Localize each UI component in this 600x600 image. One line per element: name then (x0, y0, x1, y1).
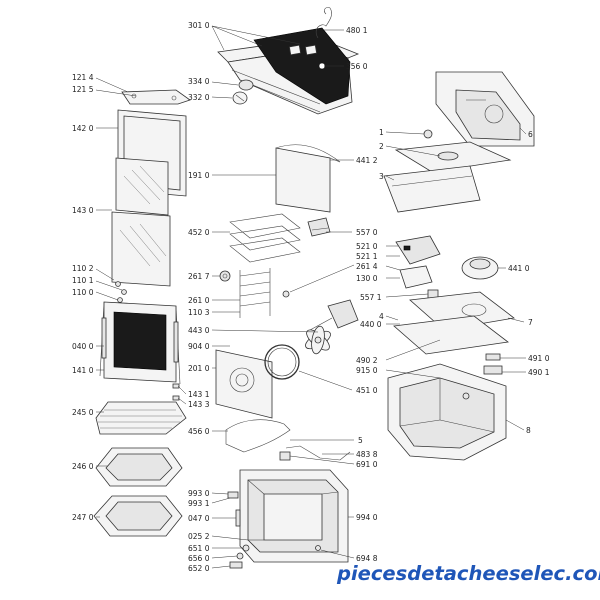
label-334: 334 0 (188, 77, 210, 86)
heating-ring-part (264, 344, 300, 380)
small-fittings-part (227, 491, 321, 569)
leader-lines (95, 25, 527, 569)
label-656: 656 0 (188, 554, 210, 563)
outer-casing-top-part (435, 71, 535, 147)
inner-door-part (99, 301, 181, 385)
cooling-plate-part (383, 129, 512, 213)
bracket-part (307, 217, 331, 237)
label-191: 191 0 (188, 171, 210, 180)
knob-part (232, 79, 254, 105)
lamp-holder-part (219, 270, 231, 282)
label-r4: 4 (379, 312, 384, 321)
control-panel-part (217, 27, 360, 115)
label-4410: 441 0 (508, 264, 530, 273)
back-wall-part (215, 349, 273, 419)
label-r7: 7 (528, 318, 533, 327)
connector-part (279, 451, 291, 461)
label-651: 651 0 (188, 544, 210, 553)
drip-pan-part (93, 495, 183, 537)
label-1100: 110 0 (72, 288, 94, 297)
wire-shelf-part (95, 401, 187, 435)
watermark-text: piecesdetacheeselec.com (336, 562, 600, 585)
door-glass-part (111, 109, 187, 287)
label-1431: 143 1 (188, 390, 210, 399)
label-557: 557 0 (356, 228, 378, 237)
side-rack-part (239, 268, 271, 318)
screw-part (115, 281, 127, 303)
label-261: 261 0 (188, 296, 210, 305)
label-6948: 694 8 (356, 554, 378, 563)
label-691: 691 0 (356, 460, 378, 469)
label-1433: 143 3 (188, 400, 210, 409)
label-4902: 490 2 (356, 356, 378, 365)
label-480: 480 1 (346, 26, 368, 35)
label-491: 491 0 (528, 354, 550, 363)
top-heating-element-part (225, 419, 291, 453)
label-451: 451 0 (356, 386, 378, 395)
label-2614: 261 4 (356, 262, 378, 271)
label-1214: 121 4 (72, 73, 94, 82)
label-332: 332 0 (188, 93, 210, 102)
baking-tray-part (95, 447, 183, 487)
label-0252: 025 2 (188, 532, 210, 541)
label-456: 456 0 (188, 427, 210, 436)
wire-harness-part (315, 7, 332, 39)
label-r1: 1 (379, 128, 384, 137)
outer-casing-part (387, 363, 507, 461)
label-1102: 110 2 (72, 264, 94, 273)
switch-module-part (483, 353, 503, 375)
glass-panel-part (275, 144, 341, 213)
label-246: 246 0 (72, 462, 94, 471)
label-301: 301 0 (188, 21, 210, 30)
label-047: 047 0 (188, 514, 210, 523)
label-245: 245 0 (72, 408, 94, 417)
label-443: 443 0 (188, 326, 210, 335)
label-142: 142 0 (72, 124, 94, 133)
label-9931: 993 1 (188, 499, 210, 508)
label-915: 915 0 (356, 366, 378, 375)
label-994: 994 0 (356, 513, 378, 522)
label-440: 440 0 (360, 320, 382, 329)
shelf-support-part (229, 213, 301, 263)
rear-panel-part (393, 291, 515, 355)
label-652: 652 0 (188, 564, 210, 573)
label-993: 993 0 (188, 489, 210, 498)
label-r2: 2 (379, 142, 384, 151)
label-1101: 110 1 (72, 276, 94, 285)
label-r6: 6 (528, 130, 533, 139)
label-130: 130 0 (356, 274, 378, 283)
label-040: 040 0 (72, 342, 94, 351)
label-4901: 490 1 (528, 368, 550, 377)
label-5210: 521 0 (356, 242, 378, 251)
tangential-fan-part (461, 256, 499, 280)
label-247: 247 0 (72, 513, 94, 522)
label-356: 356 0 (346, 62, 368, 71)
label-1103: 110 3 (188, 308, 210, 317)
label-904: 904 0 (188, 342, 210, 351)
label-1215: 121 5 (72, 85, 94, 94)
label-5211: 521 1 (356, 252, 378, 261)
label-5: 5 (358, 436, 363, 445)
label-4838: 483 8 (356, 450, 378, 459)
label-141: 141 0 (72, 366, 94, 375)
label-452: 452 0 (188, 228, 210, 237)
sensor-part (282, 290, 290, 298)
door-top-profile-part (121, 89, 191, 105)
label-r8: 8 (526, 426, 531, 435)
label-4412: 441 2 (356, 156, 378, 165)
label-5571: 557 1 (360, 293, 382, 302)
label-r3: 3 (379, 172, 384, 181)
label-2617: 261 7 (188, 272, 210, 281)
part-number-labels: 301 0 480 1 334 0 332 0 356 0 121 4 121 … (72, 21, 550, 573)
wiring-part (285, 445, 351, 461)
fan-motor-part (305, 299, 359, 355)
oven-cavity-part (239, 469, 349, 563)
label-201: 201 0 (188, 364, 210, 373)
door-hinge-part (172, 383, 180, 401)
label-143: 143 0 (72, 206, 94, 215)
electronic-module-part (395, 235, 441, 289)
